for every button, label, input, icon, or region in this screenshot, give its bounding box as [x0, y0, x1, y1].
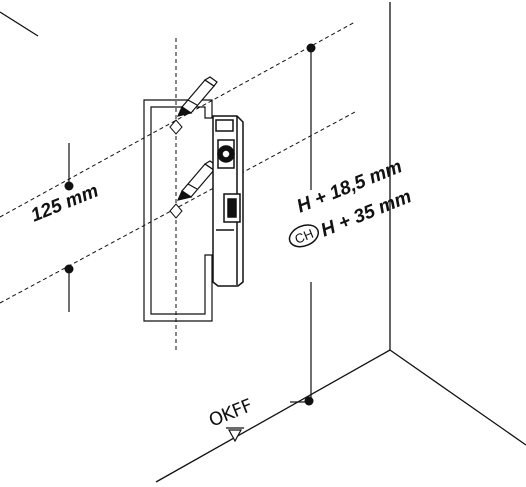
dot-upper-right	[306, 43, 316, 53]
ch-oval	[288, 224, 320, 248]
dot-upper-left	[64, 181, 74, 191]
dot-lower-left	[64, 264, 74, 274]
ch-badge: CH	[284, 219, 324, 252]
floor-marker-icon	[226, 427, 244, 443]
spirit-level-tool	[212, 115, 244, 287]
dimension-lines	[68, 48, 312, 403]
dimension-dots	[64, 43, 316, 406]
pencil-icon-lower	[176, 160, 218, 201]
dot-floor	[304, 396, 314, 406]
mounting-plate	[143, 99, 213, 322]
pencil-icon	[176, 76, 218, 117]
dashed-guides	[0, 21, 356, 352]
screw-holes	[169, 119, 183, 219]
